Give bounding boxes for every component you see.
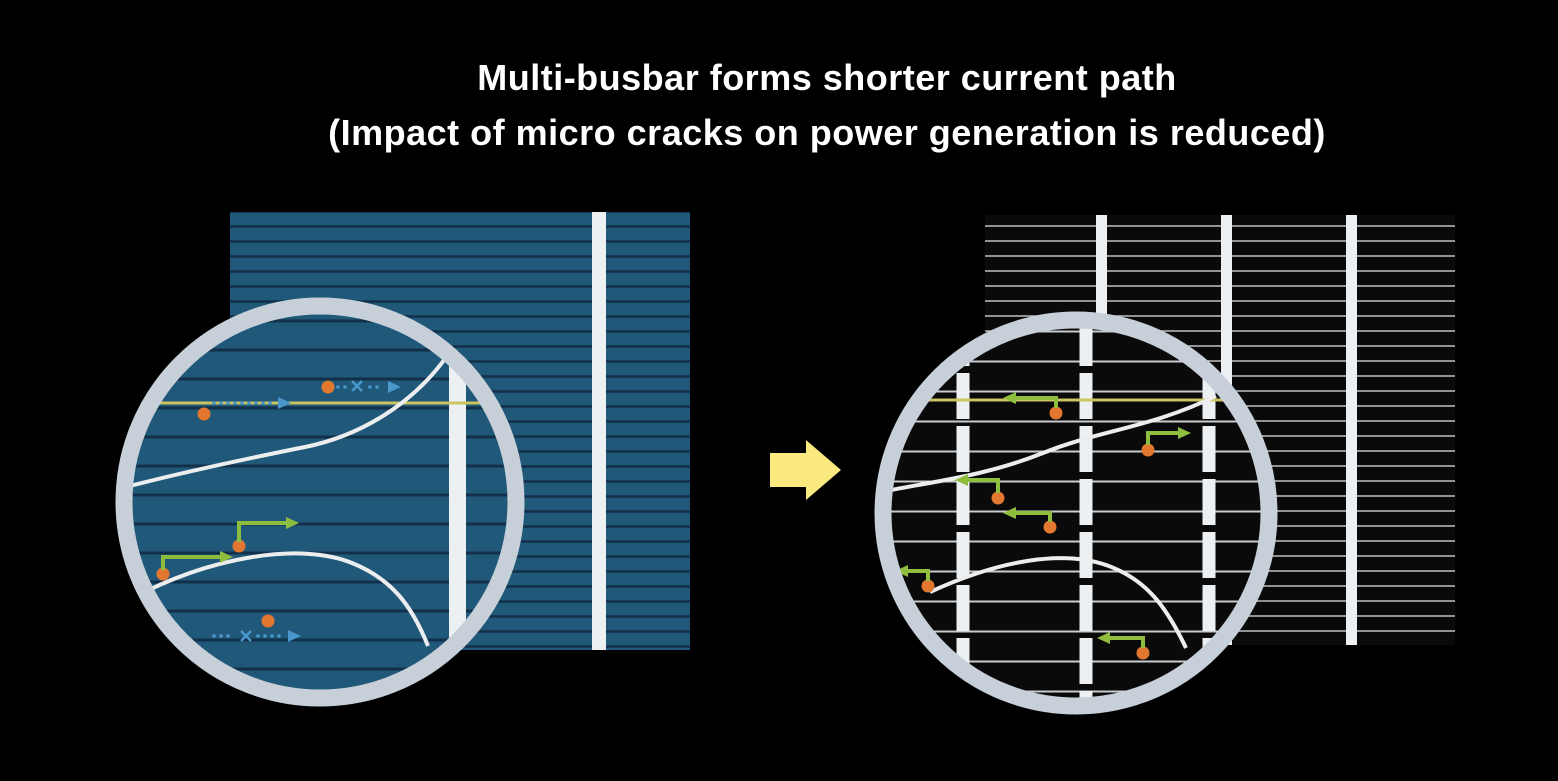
zoomed-cell-surface — [130, 312, 510, 692]
short-path-line — [1146, 431, 1178, 445]
blocked-x-icon — [240, 630, 252, 642]
current-dot — [1043, 520, 1057, 534]
arrowhead-icon — [286, 517, 299, 529]
short-current-path — [232, 517, 299, 553]
arrowhead-icon — [288, 630, 301, 642]
arrowhead-icon — [220, 551, 233, 563]
arrowhead-icon — [955, 474, 968, 486]
current-dot — [261, 614, 275, 628]
short-path-line — [1016, 511, 1052, 522]
micro-crack-line — [890, 394, 1217, 492]
arrowhead-icon — [388, 381, 401, 393]
micro-crack-line — [130, 551, 430, 647]
busbar — [449, 312, 466, 692]
blocked-x-icon — [351, 380, 363, 392]
short-path-line — [968, 478, 1000, 493]
right-magnifier-view — [889, 326, 1263, 700]
diagram-title: Multi-busbar forms shorter current path … — [96, 50, 1558, 160]
short-current-path — [156, 551, 233, 581]
short-current-path — [895, 565, 935, 593]
micro-crack-line — [130, 354, 449, 489]
blocked-current-path — [212, 614, 301, 642]
current-dot — [991, 491, 1005, 505]
short-current-path — [955, 474, 1005, 505]
transition-arrow-icon — [770, 440, 841, 500]
short-path-line — [237, 521, 286, 542]
left-magnifier — [115, 297, 525, 707]
magnifier-ring — [115, 297, 525, 707]
arrowhead-icon — [895, 565, 908, 577]
current-dot — [232, 539, 246, 553]
arrowhead-icon — [1003, 507, 1016, 519]
current-dot — [197, 407, 211, 421]
title-line-1: Multi-busbar forms shorter current path — [477, 57, 1177, 98]
current-dot — [156, 567, 170, 581]
short-path-line — [908, 569, 930, 581]
short-current-path — [1097, 632, 1150, 660]
arrowhead-icon — [1097, 632, 1110, 644]
short-current-path — [1003, 507, 1057, 534]
short-path-line — [1110, 636, 1145, 648]
zoomed-cell-surface — [889, 326, 1263, 700]
arrowhead-icon — [278, 397, 291, 409]
busbar — [1346, 215, 1357, 645]
busbar — [592, 212, 606, 650]
micro-crack-line — [929, 556, 1188, 649]
arrowhead-icon — [1178, 427, 1191, 439]
blocked-current-path — [197, 397, 291, 421]
current-dot — [321, 380, 335, 394]
short-path-line — [1016, 396, 1058, 408]
short-current-path — [1003, 392, 1063, 420]
magnifier-ring — [874, 311, 1278, 715]
arrowhead-icon — [1003, 392, 1016, 404]
short-current-path — [1141, 427, 1191, 457]
current-dot — [921, 579, 935, 593]
left-magnifier-view — [130, 312, 510, 692]
current-dot — [1136, 646, 1150, 660]
title-line-2: (Impact of micro cracks on power generat… — [328, 112, 1326, 153]
blocked-current-path — [321, 380, 401, 394]
current-dot — [1141, 443, 1155, 457]
right-magnifier — [874, 311, 1278, 715]
current-dot — [1049, 406, 1063, 420]
short-path-line — [161, 555, 220, 570]
